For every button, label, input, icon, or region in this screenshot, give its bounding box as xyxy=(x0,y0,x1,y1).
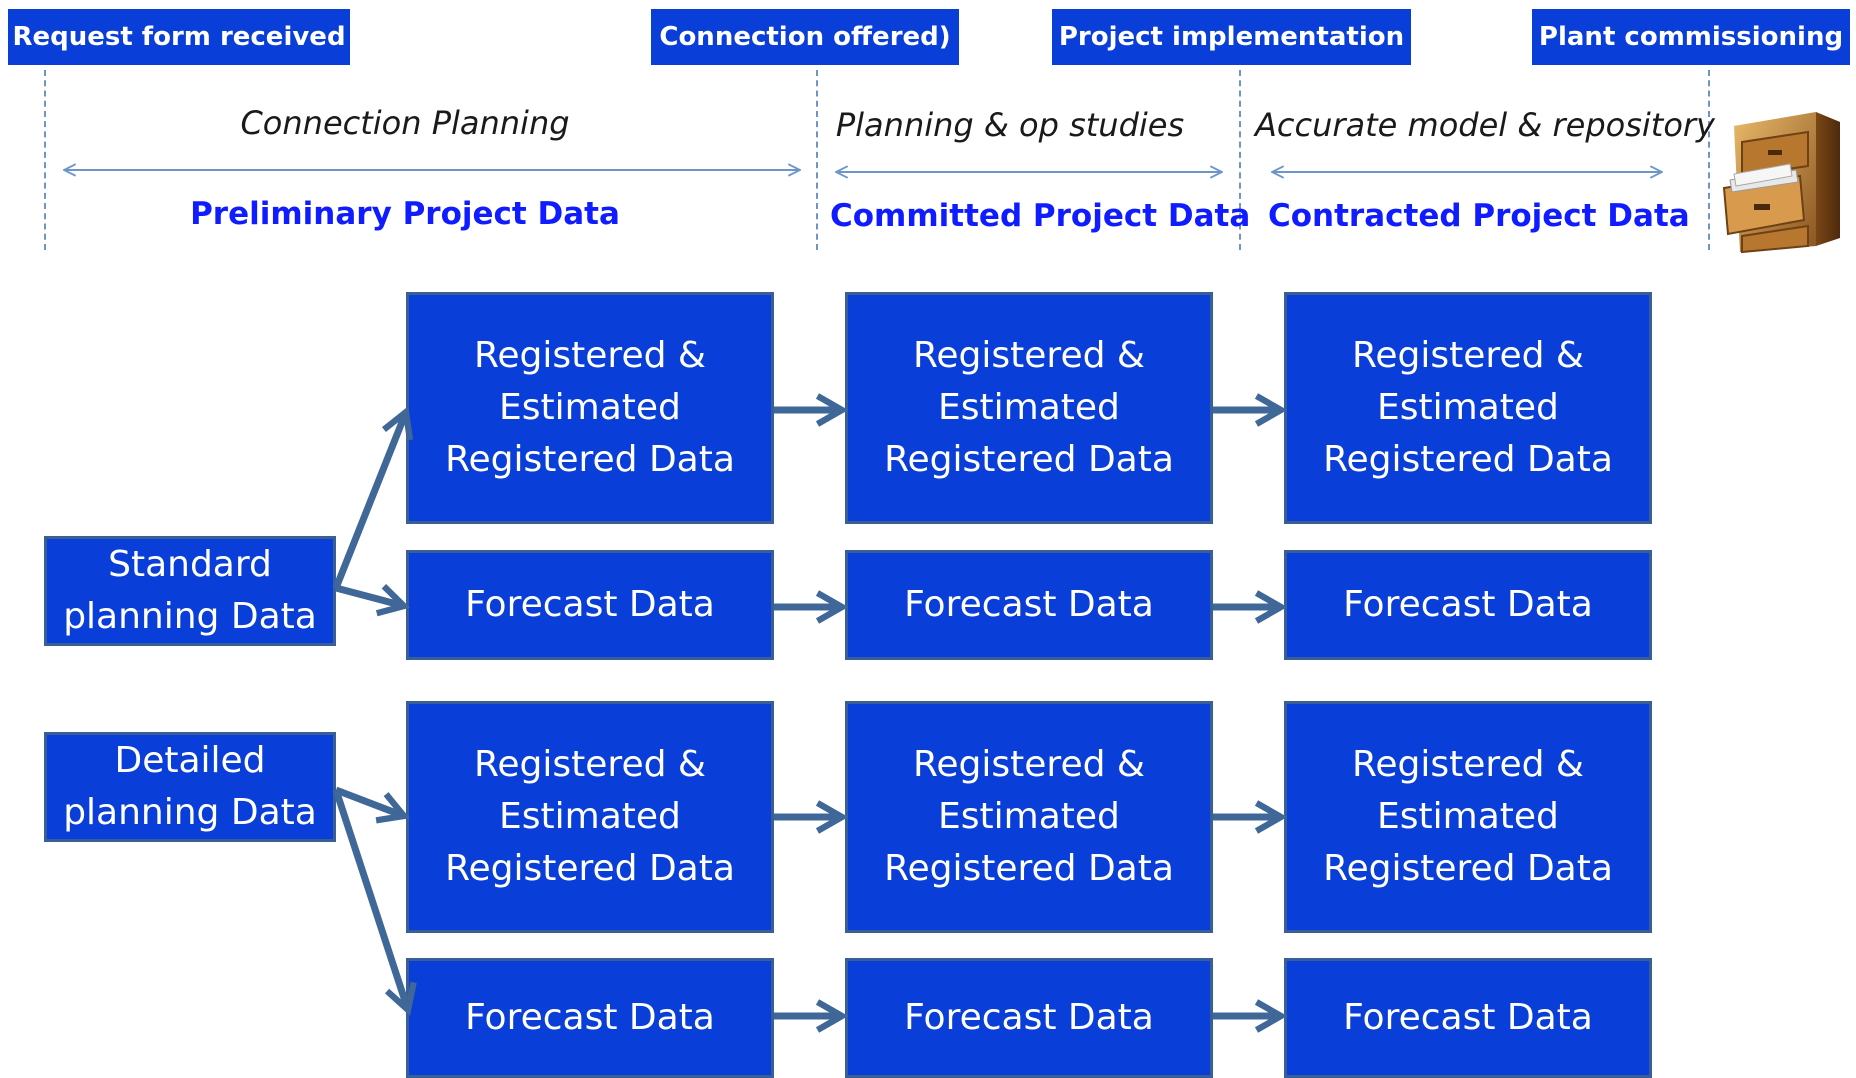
phase-activity-label: Connection Planning xyxy=(240,104,570,142)
forecast-data-box: Forecast Data xyxy=(1284,550,1652,660)
forecast-data-box: Forecast Data xyxy=(406,958,774,1078)
flow-arrow xyxy=(332,788,417,1017)
flow-arrow xyxy=(332,406,414,590)
timeline-divider xyxy=(1708,70,1710,250)
milestone-plant-commissioning: Plant commissioning xyxy=(1532,9,1850,65)
forecast-data-box: Forecast Data xyxy=(1284,958,1652,1078)
phase-dataset-label: Preliminary Project Data xyxy=(190,196,620,232)
timeline-divider xyxy=(44,70,46,250)
timeline-divider xyxy=(816,70,818,250)
milestone-project-implementation: Project implementation xyxy=(1052,9,1411,65)
flow-arrow xyxy=(335,583,411,617)
phase-dataset-label: Contracted Project Data xyxy=(1268,198,1690,234)
milestone-connection-offered: Connection offered) xyxy=(651,9,959,65)
timeline-divider xyxy=(1239,70,1241,250)
phase-activity-label: Accurate model & repository xyxy=(1255,106,1715,144)
phase-dataset-label: Committed Project Data xyxy=(830,198,1251,234)
forecast-data-box: Forecast Data xyxy=(406,550,774,660)
filing-cabinet-icon xyxy=(1720,104,1848,254)
forecast-data-box: Forecast Data xyxy=(845,550,1213,660)
milestone-request-form-received: Request form received xyxy=(8,9,350,65)
phase-activity-label: Planning & op studies xyxy=(835,106,1185,144)
flow-arrow xyxy=(334,786,410,824)
